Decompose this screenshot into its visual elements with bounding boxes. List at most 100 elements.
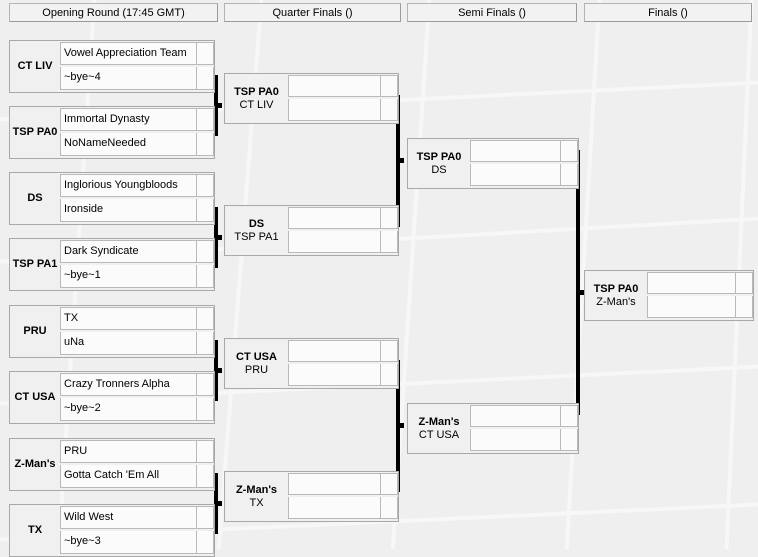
- match-r3-2-score-bottom[interactable]: [561, 428, 578, 451]
- match-r2-4-row-bottom[interactable]: [288, 496, 398, 521]
- match-r1-5-row-top[interactable]: TX: [60, 307, 214, 332]
- match-r1-3-team-bottom[interactable]: Ironside: [60, 198, 197, 222]
- match-r1-2-row-bottom[interactable]: NoNameNeeded: [60, 132, 214, 158]
- match-r2-4-team-bottom[interactable]: [288, 496, 381, 519]
- match-r1-4-team-top[interactable]: Dark Syndicate: [60, 240, 197, 263]
- match-r1-5-team-top[interactable]: TX: [60, 307, 197, 330]
- match-r4-1-score-bottom[interactable]: [736, 295, 753, 318]
- match-r1-2-score-bottom[interactable]: [197, 132, 214, 156]
- match-r1-8-row-top[interactable]: Wild West: [60, 506, 214, 531]
- match-r2-3-row-top[interactable]: [288, 340, 398, 364]
- match-r3-1-score-bottom[interactable]: [561, 163, 578, 186]
- match-r1-6-score-bottom[interactable]: [197, 397, 214, 421]
- match-r1-8-score-bottom[interactable]: [197, 530, 214, 554]
- match-r1-1-row-top[interactable]: Vowel Appreciation Team: [60, 42, 214, 67]
- match-r1-2-team-top[interactable]: Immortal Dynasty: [60, 108, 197, 131]
- match-r1-3-score-bottom[interactable]: [197, 198, 214, 222]
- match-r1-2-score-top[interactable]: [197, 108, 214, 131]
- match-r1-1[interactable]: CT LIV Vowel Appreciation Team ~bye~4: [9, 40, 215, 93]
- match-r2-1-row-bottom[interactable]: [288, 98, 398, 123]
- match-r1-6-row-bottom[interactable]: ~bye~2: [60, 397, 214, 423]
- match-r1-1-row-bottom[interactable]: ~bye~4: [60, 66, 214, 92]
- match-r2-4-row-top[interactable]: [288, 473, 398, 497]
- match-r1-5-score-bottom[interactable]: [197, 331, 214, 355]
- match-r1-7[interactable]: Z-Man's PRU Gotta Catch 'Em All: [9, 438, 215, 491]
- match-r4-1-row-top[interactable]: [647, 272, 753, 296]
- match-r4-1[interactable]: TSP PA0 Z-Man's: [584, 270, 754, 321]
- match-r1-3[interactable]: DS Inglorious Youngbloods Ironside: [9, 172, 215, 225]
- match-r1-5-score-top[interactable]: [197, 307, 214, 330]
- match-r2-1-team-top[interactable]: [288, 75, 381, 97]
- match-r2-1-row-top[interactable]: [288, 75, 398, 99]
- match-r1-1-team-top[interactable]: Vowel Appreciation Team: [60, 42, 197, 65]
- match-r4-1-team-top[interactable]: [647, 272, 736, 294]
- match-r1-2-team-bottom[interactable]: NoNameNeeded: [60, 132, 197, 156]
- match-r1-3-team-top[interactable]: Inglorious Youngbloods: [60, 174, 197, 197]
- match-r3-2-team-bottom[interactable]: [470, 428, 561, 451]
- match-r2-3-score-top[interactable]: [381, 340, 398, 362]
- match-r1-7-team-top[interactable]: PRU: [60, 440, 197, 463]
- match-r2-3-score-bottom[interactable]: [381, 363, 398, 386]
- match-r1-1-score-top[interactable]: [197, 42, 214, 65]
- match-r1-6[interactable]: CT USA Crazy Tronners Alpha ~bye~2: [9, 371, 215, 424]
- match-r1-8-team-top[interactable]: Wild West: [60, 506, 197, 529]
- match-r3-2-team-top[interactable]: [470, 405, 561, 427]
- match-r3-2-row-bottom[interactable]: [470, 428, 578, 453]
- match-r3-1-team-top[interactable]: [470, 140, 561, 162]
- match-r1-2[interactable]: TSP PA0 Immortal Dynasty NoNameNeeded: [9, 106, 215, 159]
- match-r1-8-row-bottom[interactable]: ~bye~3: [60, 530, 214, 556]
- match-r1-4-row-bottom[interactable]: ~bye~1: [60, 264, 214, 290]
- match-r1-7-team-bottom[interactable]: Gotta Catch 'Em All: [60, 464, 197, 488]
- match-r4-1-score-top[interactable]: [736, 272, 753, 294]
- match-r1-6-row-top[interactable]: Crazy Tronners Alpha: [60, 373, 214, 398]
- match-r1-4-score-bottom[interactable]: [197, 264, 214, 288]
- match-r1-6-team-bottom[interactable]: ~bye~2: [60, 397, 197, 421]
- match-r2-2-team-top[interactable]: [288, 207, 381, 229]
- match-r1-5-row-bottom[interactable]: uNa: [60, 331, 214, 357]
- match-r2-2-row-top[interactable]: [288, 207, 398, 231]
- match-r3-2-score-top[interactable]: [561, 405, 578, 427]
- match-r1-4[interactable]: TSP PA1 Dark Syndicate ~bye~1: [9, 238, 215, 291]
- match-r2-2[interactable]: DS TSP PA1: [224, 205, 399, 256]
- match-r1-5-team-bottom[interactable]: uNa: [60, 331, 197, 355]
- match-r2-2-score-top[interactable]: [381, 207, 398, 229]
- match-r2-3-team-bottom[interactable]: [288, 363, 381, 386]
- match-r1-4-team-bottom[interactable]: ~bye~1: [60, 264, 197, 288]
- match-r4-1-team-bottom[interactable]: [647, 295, 736, 318]
- match-r1-3-score-top[interactable]: [197, 174, 214, 197]
- match-r1-1-team-bottom[interactable]: ~bye~4: [60, 66, 197, 90]
- match-r1-4-row-top[interactable]: Dark Syndicate: [60, 240, 214, 265]
- match-r3-1-row-top[interactable]: [470, 140, 578, 164]
- match-r2-1-team-bottom[interactable]: [288, 98, 381, 121]
- match-r2-2-score-bottom[interactable]: [381, 230, 398, 253]
- match-r2-4-score-bottom[interactable]: [381, 496, 398, 519]
- match-r1-8-score-top[interactable]: [197, 506, 214, 529]
- match-r2-1-score-bottom[interactable]: [381, 98, 398, 121]
- match-r2-4[interactable]: Z-Man's TX: [224, 471, 399, 522]
- match-r2-4-team-top[interactable]: [288, 473, 381, 495]
- match-r1-5[interactable]: PRU TX uNa: [9, 305, 215, 358]
- match-r1-4-score-top[interactable]: [197, 240, 214, 263]
- match-r1-7-row-top[interactable]: PRU: [60, 440, 214, 465]
- match-r2-2-team-bottom[interactable]: [288, 230, 381, 253]
- match-r3-1-team-bottom[interactable]: [470, 163, 561, 186]
- match-r1-8-team-bottom[interactable]: ~bye~3: [60, 530, 197, 554]
- match-r2-3-team-top[interactable]: [288, 340, 381, 362]
- match-r2-2-row-bottom[interactable]: [288, 230, 398, 255]
- match-r1-7-row-bottom[interactable]: Gotta Catch 'Em All: [60, 464, 214, 490]
- match-r2-1[interactable]: TSP PA0 CT LIV: [224, 73, 399, 124]
- match-r1-3-row-bottom[interactable]: Ironside: [60, 198, 214, 224]
- match-r1-6-team-top[interactable]: Crazy Tronners Alpha: [60, 373, 197, 396]
- match-r3-2[interactable]: Z-Man's CT USA: [407, 403, 579, 454]
- match-r1-8[interactable]: TX Wild West ~bye~3: [9, 504, 215, 557]
- match-r3-1[interactable]: TSP PA0 DS: [407, 138, 579, 189]
- match-r2-4-score-top[interactable]: [381, 473, 398, 495]
- match-r2-3-row-bottom[interactable]: [288, 363, 398, 388]
- match-r1-6-score-top[interactable]: [197, 373, 214, 396]
- match-r3-1-row-bottom[interactable]: [470, 163, 578, 188]
- match-r3-1-score-top[interactable]: [561, 140, 578, 162]
- match-r1-2-row-top[interactable]: Immortal Dynasty: [60, 108, 214, 133]
- match-r1-7-score-bottom[interactable]: [197, 464, 214, 488]
- match-r1-1-score-bottom[interactable]: [197, 66, 214, 90]
- match-r1-3-row-top[interactable]: Inglorious Youngbloods: [60, 174, 214, 199]
